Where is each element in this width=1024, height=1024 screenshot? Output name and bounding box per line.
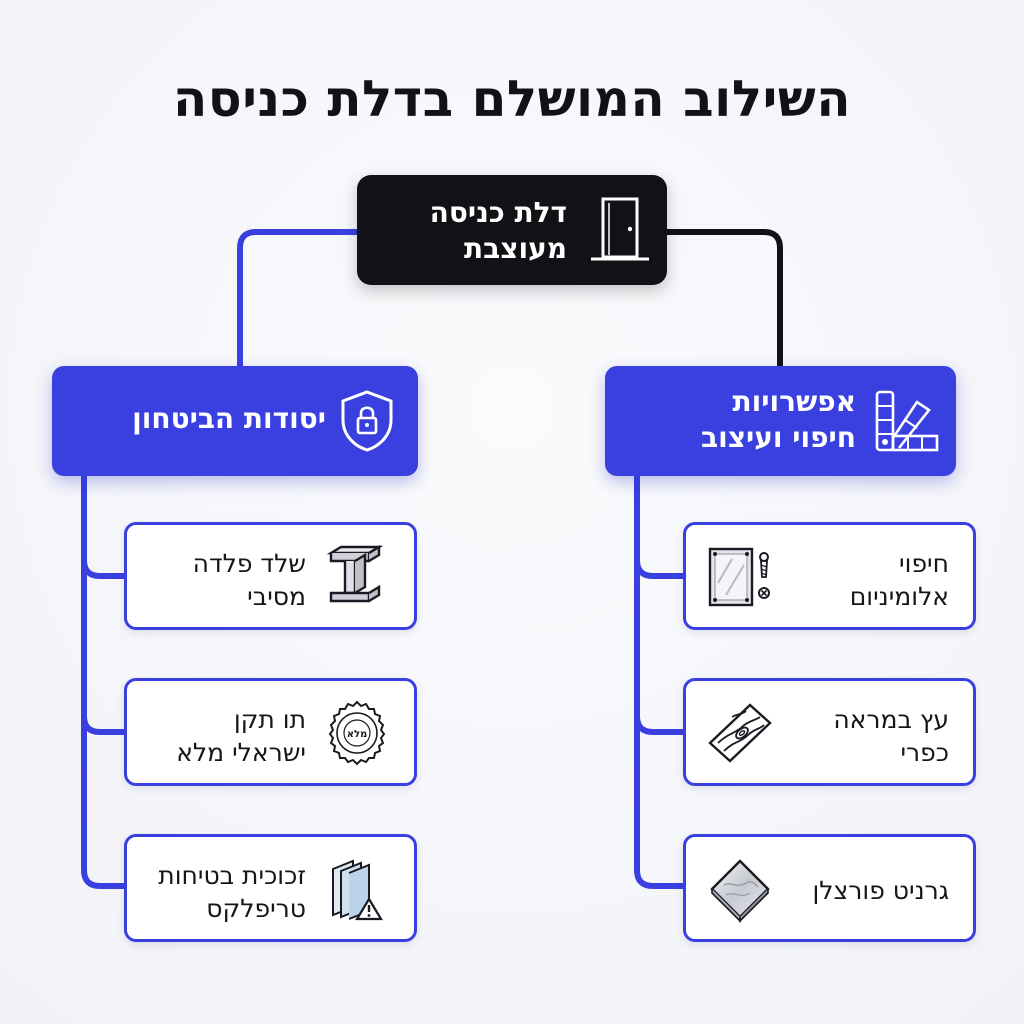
triplex-glass-warning-icon <box>332 859 383 921</box>
leaf-israeli-standard-label: תו תקן ישראלי מלא <box>136 703 306 769</box>
leaf-aluminum-cladding[interactable]: חיפוי אלומיניום <box>683 522 976 630</box>
root-label-line2: מעוצבת <box>463 232 567 265</box>
standard-seal-icon: מלא <box>328 700 386 766</box>
connector-security-trunk <box>81 476 125 889</box>
leaf-steel-frame[interactable]: שלד פלדה מסיבי <box>124 522 417 630</box>
branch-security[interactable]: יסודות הביטחון <box>52 366 418 476</box>
leaf-aluminum-cladding-line2: אלומיניום <box>849 582 949 611</box>
leaf-porcelain-granite[interactable]: גרניט פורצלן <box>683 834 976 942</box>
branch-design-label-line2: חיפוי ועיצוב <box>701 421 856 454</box>
leaf-aluminum-cladding-line1: חיפוי <box>899 549 949 578</box>
connector-design-item2 <box>634 715 684 735</box>
leaf-steel-frame-label: שלד פלדה מסיבי <box>136 547 306 613</box>
leaf-triplex-glass-line1: זכוכית בטיחות <box>158 861 306 890</box>
wood-plank-icon <box>708 703 772 763</box>
leaf-aluminum-cladding-label: חיפוי אלומיניום <box>789 547 949 613</box>
leaf-rustic-wood-line1: עץ במראה <box>833 705 949 734</box>
leaf-porcelain-granite-label: גרניט פורצלן <box>812 876 949 905</box>
page-title: השילוב המושלם בדלת כניסה <box>172 70 852 128</box>
leaf-israeli-standard-line2: ישראלי מלא <box>176 738 306 767</box>
leaf-triplex-glass-line2: טריפלקס <box>206 894 306 923</box>
branch-design-label-line1: אפשרויות <box>732 385 856 418</box>
connector-security-item2 <box>81 715 125 735</box>
root-label: דלת כניסה מעוצבת <box>377 195 567 267</box>
connector-design-trunk <box>634 476 684 889</box>
leaf-rustic-wood[interactable]: עץ במראה כפרי <box>683 678 976 786</box>
aluminum-panel-icon <box>708 547 770 607</box>
root-node[interactable]: דלת כניסה מעוצבת <box>357 175 667 285</box>
branch-design[interactable]: אפשרויות חיפוי ועיצוב <box>605 366 956 476</box>
color-swatch-icon <box>875 390 939 452</box>
leaf-israeli-standard[interactable]: תו תקן ישראלי מלא מלא <box>124 678 417 786</box>
root-label-line1: דלת כניסה <box>429 196 567 229</box>
leaf-rustic-wood-line2: כפרי <box>900 738 949 767</box>
connector-root-to-security <box>237 229 357 366</box>
steel-beam-icon <box>326 544 384 603</box>
door-icon <box>591 197 649 261</box>
shield-lock-icon <box>341 390 393 452</box>
branch-design-label: אפשרויות חיפוי ועיצוב <box>656 384 856 456</box>
leaf-triplex-glass-label: זכוכית בטיחות טריפלקס <box>136 859 306 925</box>
leaf-steel-frame-line2: מסיבי <box>247 582 306 611</box>
leaf-triplex-glass[interactable]: זכוכית בטיחות טריפלקס <box>124 834 417 942</box>
seal-center-text: מלא <box>347 729 368 740</box>
leaf-steel-frame-line1: שלד פלדה <box>192 549 306 578</box>
branch-security-label: יסודות הביטחון <box>132 402 326 435</box>
leaf-rustic-wood-label: עץ במראה כפרי <box>789 703 949 769</box>
connector-design-item1 <box>634 559 684 579</box>
connector-root-to-design <box>667 229 783 366</box>
leaf-israeli-standard-line1: תו תקן <box>233 705 306 734</box>
granite-tile-icon <box>710 859 770 923</box>
connector-security-item1 <box>81 559 125 579</box>
